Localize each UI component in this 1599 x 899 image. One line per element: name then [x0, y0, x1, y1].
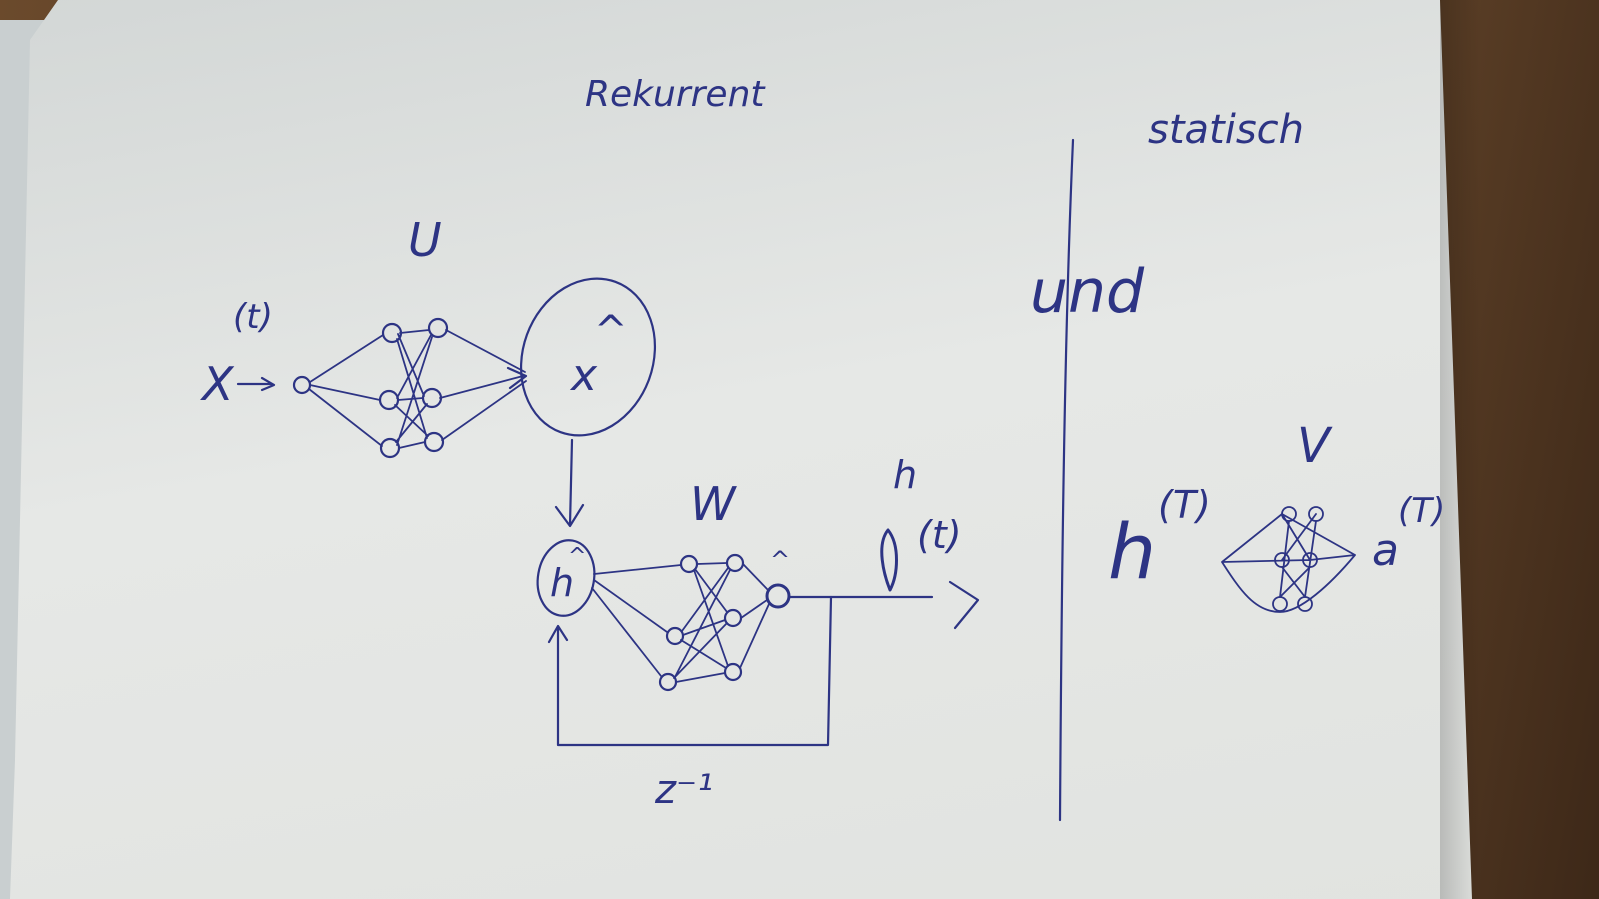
- output-arrowhead: [948, 580, 980, 630]
- output-h-superscript: (t): [917, 513, 962, 557]
- v-node-5: [1272, 596, 1288, 612]
- hhat-ellipse: [536, 539, 596, 617]
- static-input-label: h: [1108, 507, 1156, 596]
- xhat-hat: ^: [594, 308, 628, 354]
- w-output-node: [765, 583, 791, 609]
- static-output-superscript: (T): [1398, 491, 1445, 531]
- word-und: und: [1030, 257, 1145, 327]
- input-x-superscript: (t): [233, 297, 273, 337]
- weight-w-label: W: [690, 477, 737, 531]
- output-h-label: h: [893, 453, 917, 497]
- input-arrow: [236, 376, 276, 392]
- u-input-node: [292, 375, 312, 395]
- paper-shadow: [1440, 0, 1480, 899]
- weight-u-label: U: [408, 213, 442, 267]
- delay-label: z⁻¹: [654, 767, 713, 813]
- xhat-ellipse: [519, 277, 657, 437]
- w-node-3a: [658, 672, 678, 692]
- network-v: [1221, 506, 1356, 613]
- hhat-hat: ^: [568, 544, 586, 569]
- w-output-hat: ^: [770, 546, 790, 574]
- xhat-to-h-arrow: [554, 438, 585, 528]
- u-node-1a: [381, 322, 403, 344]
- network-u: [292, 317, 528, 459]
- output-node-scribble: [880, 528, 898, 592]
- feedback-loop: [547, 595, 833, 747]
- u-node-1b: [427, 317, 449, 339]
- title-statisch: statisch: [1148, 107, 1304, 153]
- w-node-3b: [723, 662, 743, 682]
- v-connections: [1221, 513, 1356, 613]
- input-x-label: X: [200, 357, 235, 411]
- w-connections: [591, 562, 770, 683]
- static-output-label: a: [1372, 525, 1399, 576]
- u-connections: [308, 329, 527, 449]
- weight-v-label: V: [1297, 418, 1333, 474]
- network-w: [591, 553, 791, 692]
- xhat-label: x: [569, 350, 598, 401]
- static-input-superscript: (T): [1158, 483, 1211, 527]
- w-node-1b: [725, 553, 745, 573]
- title-rekurrent: Rekurrent: [585, 74, 766, 115]
- hhat-label: h: [550, 561, 574, 605]
- separator-line: [1058, 138, 1075, 822]
- u-output-arrowhead: [506, 366, 528, 390]
- w-node-2a: [665, 626, 685, 646]
